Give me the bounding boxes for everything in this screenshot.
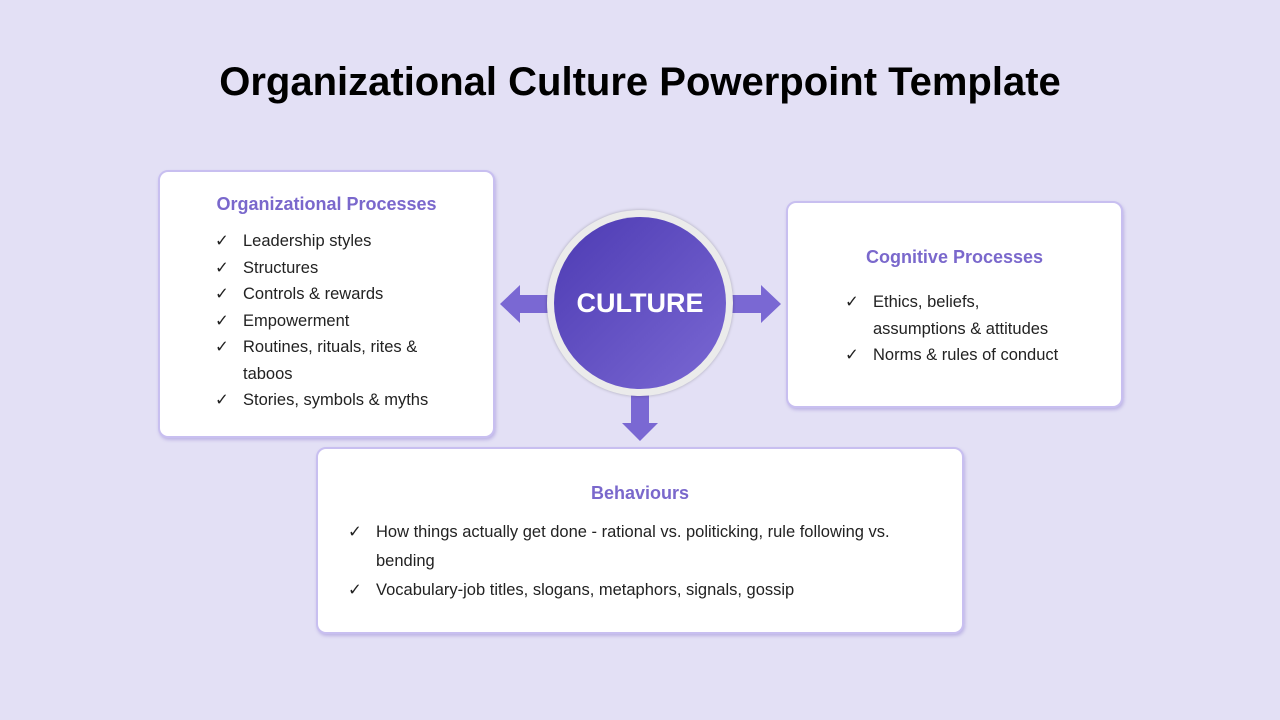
check-icon: ✓ xyxy=(348,523,362,541)
list-item: ✓Controls & rewards xyxy=(215,281,455,308)
list-item: ✓How things actually get done - rational… xyxy=(348,518,928,576)
behaviours-card: Behaviours ✓How things actually get done… xyxy=(316,447,964,634)
list-item: ✓Ethics, beliefs, assumptions & attitude… xyxy=(845,289,1063,342)
list-item: ✓Norms & rules of conduct xyxy=(845,342,1085,369)
card-title: Behaviours xyxy=(590,483,690,503)
cognitive-processes-card: Cognitive Processes ✓Ethics, beliefs, as… xyxy=(786,201,1123,408)
list-item: ✓Structures xyxy=(215,255,455,282)
culture-label: CULTURE xyxy=(576,287,704,318)
left-arrow-icon xyxy=(500,285,550,323)
list-item: ✓Leadership styles xyxy=(215,228,455,255)
list-item: ✓Routines, rituals, rites & taboos xyxy=(215,334,433,387)
culture-circle: CULTURE xyxy=(554,217,726,389)
check-icon: ✓ xyxy=(215,391,229,409)
check-icon: ✓ xyxy=(215,338,229,356)
right-arrow-icon xyxy=(731,285,781,323)
page-title: Organizational Culture Powerpoint Templa… xyxy=(219,60,1061,104)
down-arrow-icon xyxy=(622,394,658,441)
organizational-processes-card: Organizational Processes ✓Leadership sty… xyxy=(158,170,495,438)
check-icon: ✓ xyxy=(215,285,229,303)
check-icon: ✓ xyxy=(845,293,859,311)
check-icon: ✓ xyxy=(215,232,229,250)
list-item: ✓Stories, symbols & myths xyxy=(215,387,455,414)
beh-list: ✓How things actually get done - rational… xyxy=(348,518,928,605)
check-icon: ✓ xyxy=(215,311,229,330)
list-item: ✓Empowerment xyxy=(215,308,455,335)
cog-list: ✓Ethics, beliefs, assumptions & attitude… xyxy=(845,289,1085,369)
check-icon: ✓ xyxy=(215,258,229,277)
list-item: ✓Vocabulary-job titles, slogans, metapho… xyxy=(348,576,928,605)
card-title: Organizational Processes xyxy=(216,194,437,214)
check-icon: ✓ xyxy=(348,581,362,599)
card-title: Cognitive Processes xyxy=(865,247,1044,267)
check-icon: ✓ xyxy=(845,346,859,364)
org-list: ✓Leadership styles ✓Structures ✓Controls… xyxy=(215,228,455,414)
